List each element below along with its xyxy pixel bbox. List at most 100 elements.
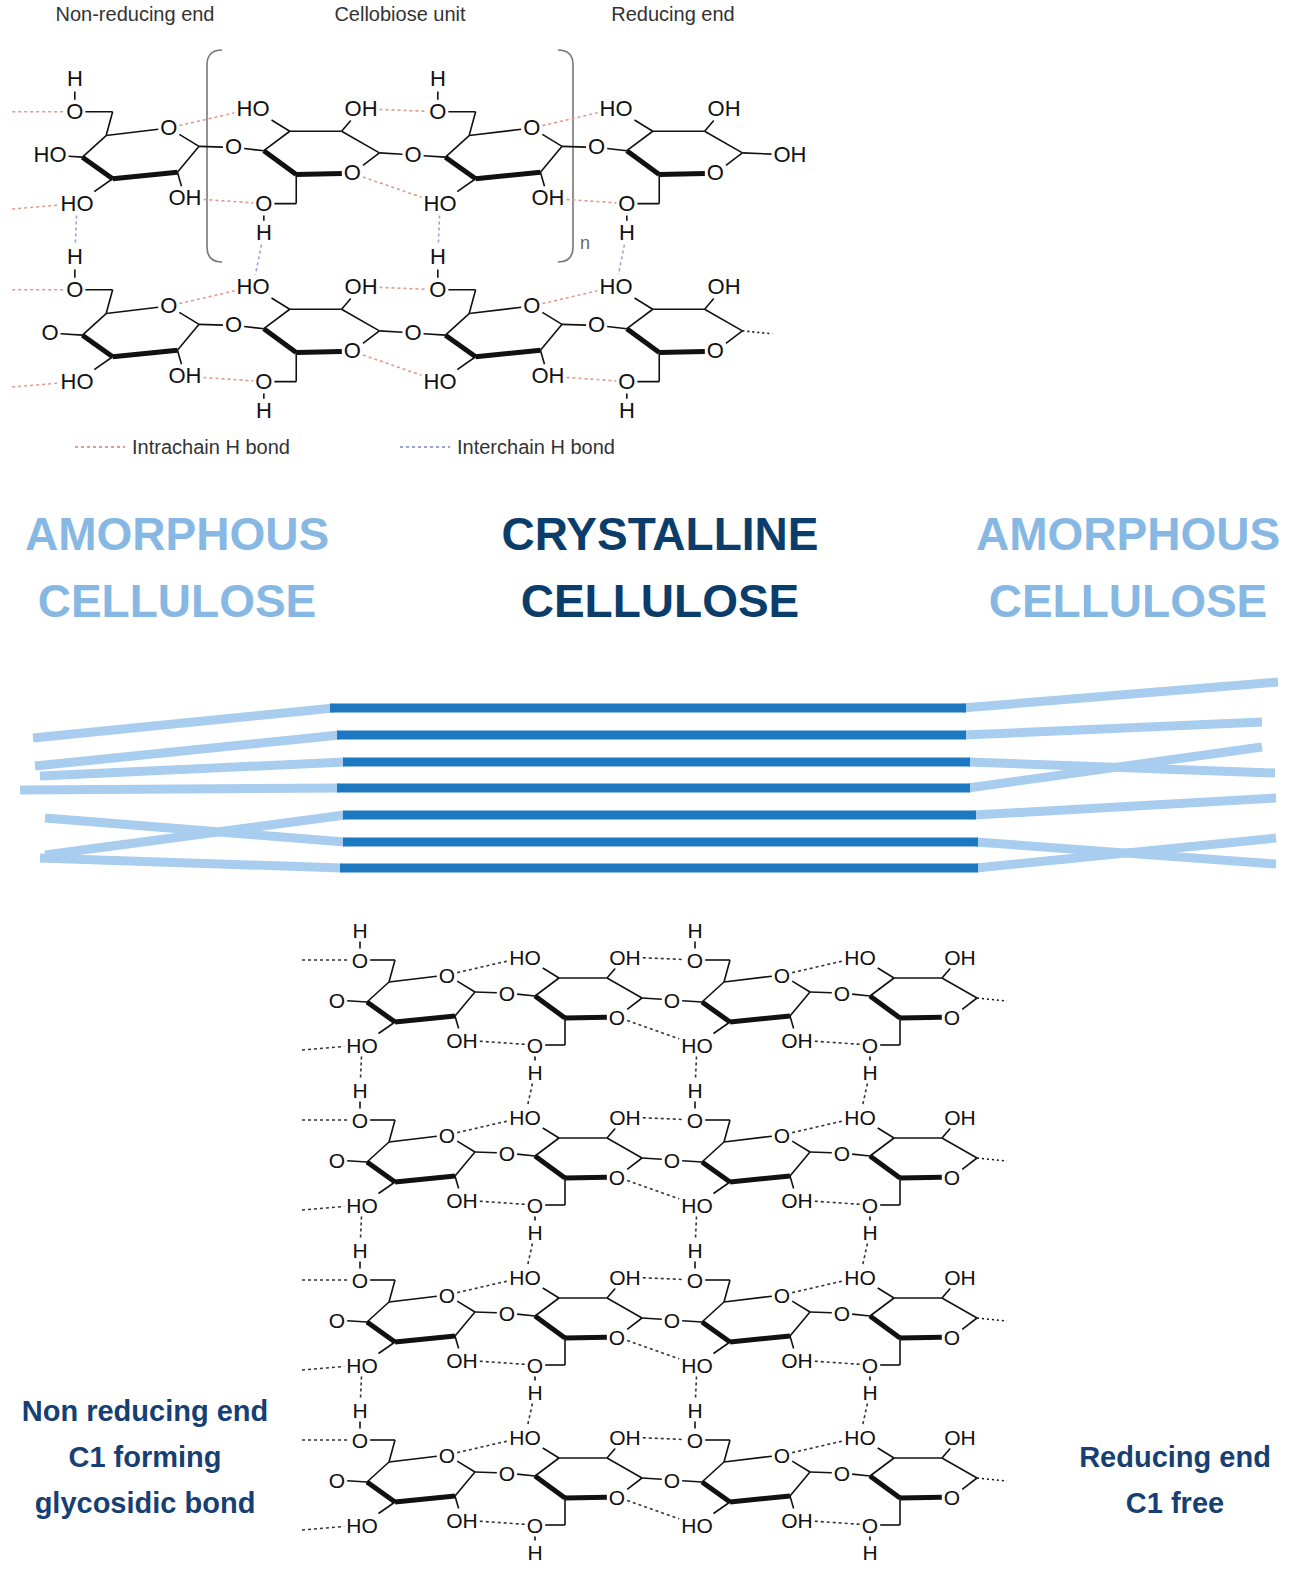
oxygen-atom: O: [687, 950, 703, 971]
legend-text: Interchain H bond: [457, 437, 615, 457]
hydrogen-bond: [363, 177, 422, 197]
bond-line: [702, 982, 724, 1002]
bond-line: [942, 1129, 950, 1139]
wedge-bond: [870, 1156, 900, 1178]
hydrogen-bond: [480, 1041, 525, 1044]
bond-line: [74, 91, 76, 99]
bond-line: [627, 309, 653, 328]
bond-line: [545, 1524, 565, 1526]
ring-oxygen: O: [344, 162, 361, 184]
hydrogen-bond: [380, 287, 428, 289]
hydrogen-bond: [302, 1119, 350, 1121]
oxygen-atom: HO: [34, 144, 67, 166]
bond-line: [455, 1016, 459, 1029]
hydroxyl-group: OH: [774, 144, 807, 166]
bond-line: [359, 1102, 361, 1109]
bond-line: [642, 1158, 662, 1159]
bond-line: [517, 1314, 535, 1316]
bond-line: [543, 1448, 559, 1458]
bond-line: [724, 1440, 730, 1462]
oxygen-atom: O: [404, 144, 421, 166]
ring-oxygen: O: [944, 1007, 960, 1028]
hydrogen-bond: [457, 961, 507, 973]
hydroxyl-group: HO: [681, 1195, 713, 1216]
oxygen-atom: O: [66, 279, 83, 301]
wedge-bond: [367, 1162, 395, 1182]
bond-line: [199, 324, 223, 326]
hydroxyl-group: OH: [609, 1427, 641, 1448]
hydrogen-bond: [457, 1121, 507, 1133]
crystalline-chains: [330, 708, 978, 868]
glycosidic-oxygen: O: [499, 1143, 515, 1164]
hydrogen-bond: [542, 113, 597, 126]
wedge-bond: [113, 350, 178, 356]
oxygen-atom: O: [66, 101, 83, 123]
wedge-bond: [627, 151, 659, 175]
bond-line: [878, 968, 894, 978]
bond-line: [899, 1178, 901, 1205]
chain-strand: [45, 815, 345, 855]
oxygen-atom: O: [352, 1110, 368, 1131]
hydroxyl-group: OH: [345, 98, 378, 120]
wedge-bond: [870, 1316, 900, 1338]
bond-line: [790, 1312, 810, 1336]
bond-line: [894, 1457, 942, 1459]
hydrogen-atom: H: [67, 68, 83, 90]
bond-line: [607, 978, 642, 998]
bond-line: [363, 153, 379, 165]
chain-strand: [337, 784, 970, 793]
wedge-bond: [113, 172, 178, 178]
bond-line: [448, 111, 475, 113]
ring-oxygen: O: [344, 340, 361, 362]
wedge-bond: [730, 1496, 790, 1502]
bond-line: [455, 1152, 475, 1176]
bond-line: [389, 1440, 395, 1462]
wedge-bond: [82, 335, 112, 357]
oxygen-atom: O: [329, 990, 345, 1011]
hydrogen-atom: H: [352, 1240, 367, 1261]
hydroxyl-group: OH: [609, 947, 641, 968]
ring-oxygen: O: [160, 117, 177, 139]
bond-line: [810, 1471, 832, 1473]
bond-line: [457, 981, 475, 992]
hydrogen-atom: H: [687, 1240, 702, 1261]
bond-line: [61, 334, 83, 335]
wedge-bond: [476, 172, 541, 178]
bond-line: [367, 1142, 389, 1162]
wedge-bond: [900, 1015, 942, 1021]
bond-line: [682, 1481, 702, 1482]
bond-line: [870, 1458, 894, 1476]
bond-line: [564, 1178, 566, 1205]
oxygen-atom: O: [429, 101, 446, 123]
oxygen-atom: O: [664, 990, 680, 1011]
oxygen-atom: O: [41, 322, 58, 344]
bond-line: [367, 982, 389, 1002]
ring-oxygen: O: [774, 965, 790, 986]
ring-oxygen: O: [944, 1167, 960, 1188]
ring-oxygen: O: [523, 295, 540, 317]
bond-line: [894, 977, 942, 979]
hydroxyl-group: HO: [509, 947, 541, 968]
bond-line: [742, 331, 772, 334]
hydrogen-bond: [792, 1441, 842, 1453]
bond-line: [69, 155, 83, 158]
glycosidic-oxygen: O: [499, 1303, 515, 1324]
bond-line: [724, 1280, 730, 1302]
bond-line: [545, 1364, 565, 1366]
bond-line: [726, 153, 742, 165]
bond-line: [792, 1141, 810, 1152]
bond-line: [543, 1288, 559, 1298]
wedge-bond: [870, 996, 900, 1018]
bond-line: [869, 1217, 871, 1221]
chain-strand: [343, 758, 970, 767]
bond-line: [607, 149, 627, 151]
hydrogen-atom: H: [67, 246, 83, 268]
bond-line: [607, 1138, 642, 1158]
bond-line: [682, 1001, 702, 1002]
hydroxyl-group: OH: [609, 1107, 641, 1128]
hydroxyl-group: HO: [681, 1515, 713, 1536]
wedge-bond: [730, 1176, 790, 1182]
bond-line: [389, 976, 437, 982]
